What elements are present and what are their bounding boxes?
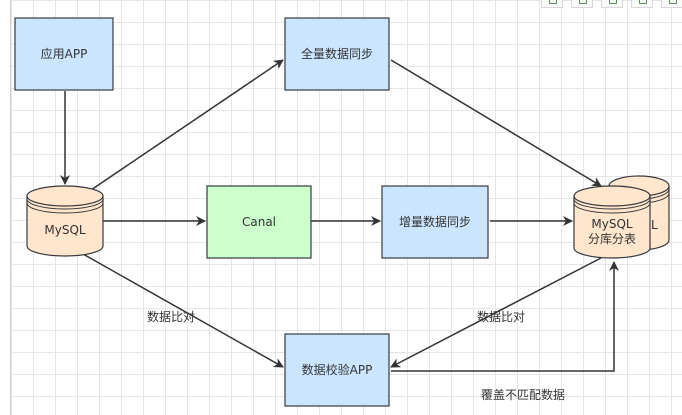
edge-target-to-verify: [390, 257, 602, 368]
node-mysql[interactable]: MySQL: [26, 185, 104, 257]
edge-verify-to-target: [391, 261, 619, 372]
node-incr-sync[interactable]: 增量数据同步: [381, 185, 489, 259]
diagram-canvas: 数据比对 数据比对 覆盖不匹配数据 应用APP 全量数据同步 MySQL Can…: [10, 0, 682, 415]
toolbar-icon-5[interactable]: [661, 0, 682, 8]
toolbar-icon-1[interactable]: [541, 0, 563, 8]
toolbar-icon-2[interactable]: [571, 0, 593, 8]
node-target-label-line2: 分库分表: [588, 231, 636, 246]
edge-label-compare-left: 数据比对: [147, 309, 195, 324]
node-mysql-label: MySQL: [44, 223, 86, 237]
diagram-svg: 数据比对 数据比对 覆盖不匹配数据 应用APP 全量数据同步 MySQL Can…: [14, 17, 670, 407]
node-app-label: 应用APP: [41, 46, 88, 61]
edge-label-overwrite: 覆盖不匹配数据: [481, 387, 565, 402]
edge-mysql-to-full-sync: [90, 59, 284, 191]
node-target-db[interactable]: MySQL 分库分表: [573, 185, 651, 259]
node-canal[interactable]: Canal: [206, 185, 312, 259]
node-canal-label: Canal: [242, 215, 276, 229]
edge-label-compare-right: 数据比对: [477, 309, 525, 324]
node-app[interactable]: 应用APP: [14, 17, 114, 91]
toolbar-icon-3[interactable]: [601, 0, 623, 8]
node-verify-app-label: 数据校验APP: [302, 362, 373, 377]
edge-mysql-to-verify: [82, 253, 284, 368]
node-full-sync-label: 全量数据同步: [301, 46, 373, 61]
node-target-label-line1: MySQL: [591, 217, 633, 231]
node-verify-app[interactable]: 数据校验APP: [284, 333, 390, 407]
toolbar-icon-4[interactable]: [631, 0, 653, 8]
edge-full-sync-to-target: [390, 59, 602, 187]
node-incr-sync-label: 增量数据同步: [399, 214, 471, 229]
node-target-back-label: L: [651, 218, 658, 232]
top-toolbar: [541, 0, 682, 8]
node-full-sync[interactable]: 全量数据同步: [284, 17, 390, 91]
